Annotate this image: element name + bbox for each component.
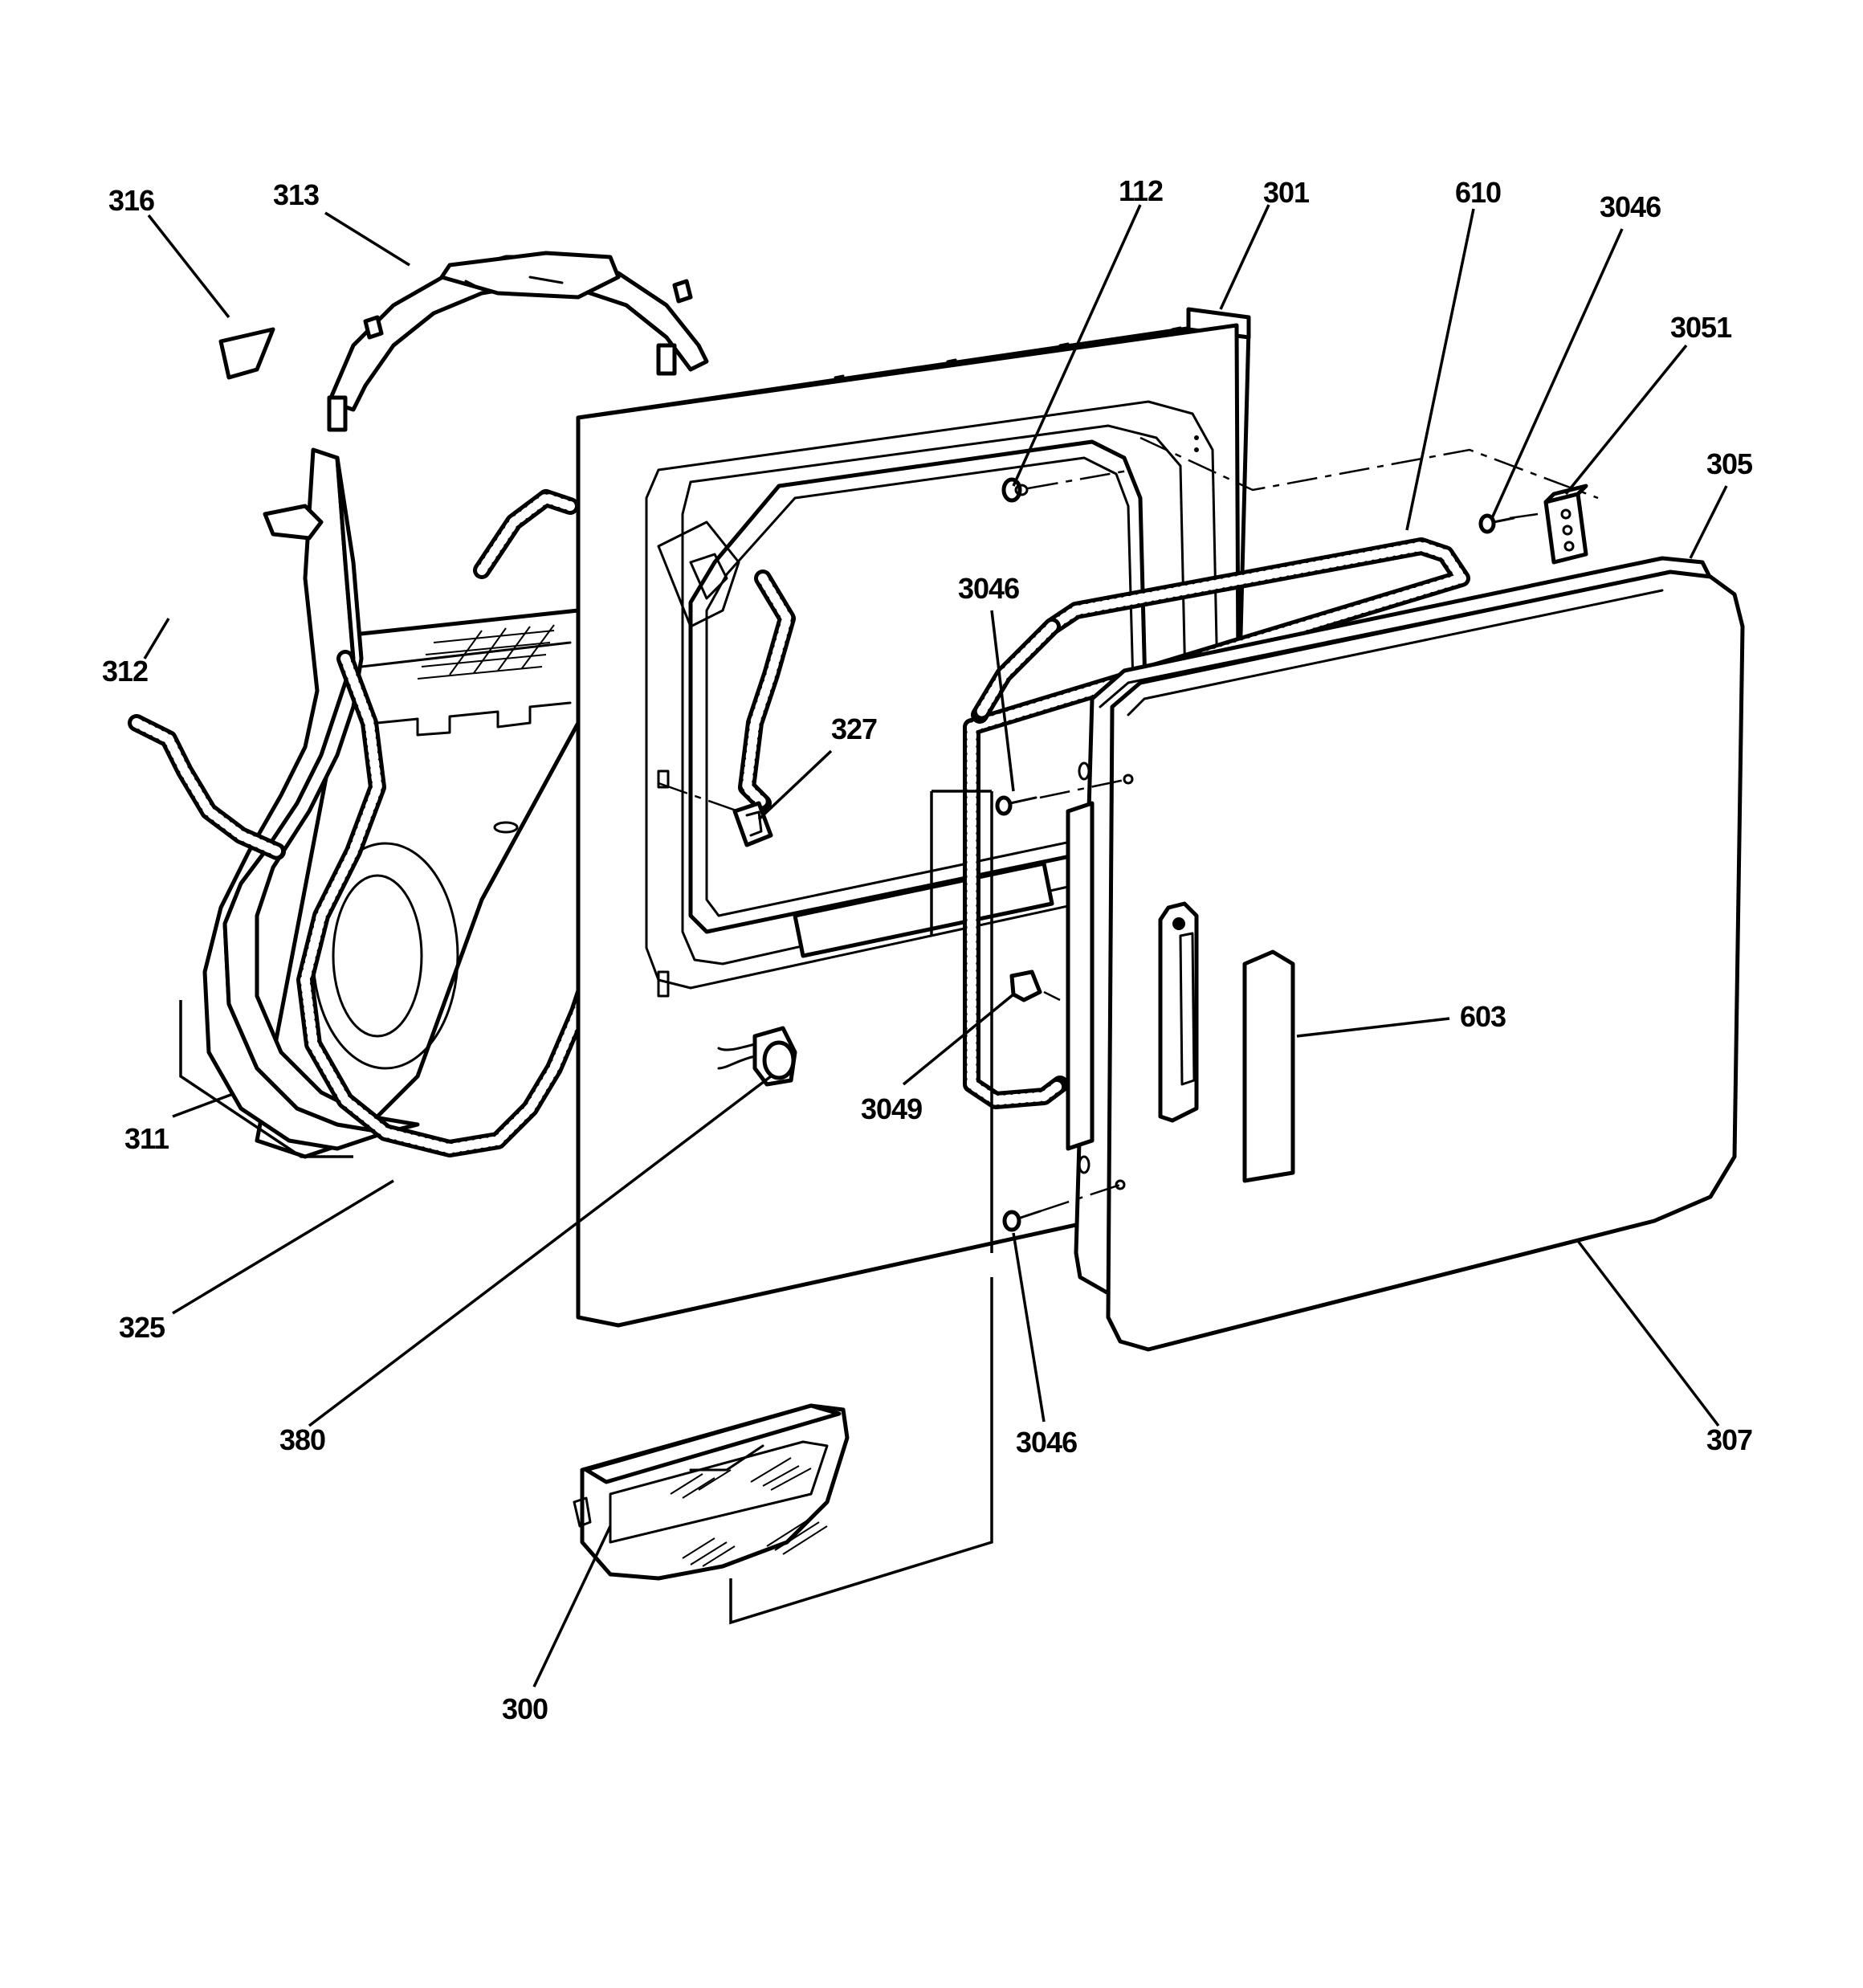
screw-3046-top [1478, 513, 1515, 534]
arch-bracket [327, 251, 709, 432]
label-312: 312 [102, 655, 148, 688]
label-3046-mid: 3046 [958, 572, 1019, 605]
bulkhead-assembly [128, 447, 603, 1159]
felt-strip [218, 327, 275, 380]
latch-strike [1009, 970, 1042, 1002]
label-311: 311 [124, 1122, 169, 1155]
leader-lines [143, 204, 1728, 1688]
label-3049: 3049 [861, 1092, 922, 1125]
lint-filter [573, 1403, 850, 1581]
label-112: 112 [1119, 174, 1163, 207]
label-301: 301 [1263, 176, 1310, 209]
door-switch [732, 801, 773, 847]
label-3046-bottom: 3046 [1016, 1426, 1077, 1459]
label-307: 307 [1706, 1423, 1752, 1456]
label-305: 305 [1706, 447, 1753, 480]
filter-mesh [670, 1457, 828, 1567]
screw-3046-mid [995, 795, 1037, 816]
clip-112 [1001, 477, 1029, 503]
label-3046-top: 3046 [1600, 190, 1661, 223]
label-3051: 3051 [1670, 311, 1732, 344]
callout-labels: 316 313 112 301 610 3046 3051 305 312 30… [102, 174, 1754, 1725]
knob-380 [717, 1026, 797, 1087]
label-316: 316 [108, 184, 154, 217]
label-300: 300 [502, 1692, 548, 1725]
door-outer-panel [1106, 569, 1745, 1352]
label-603: 603 [1460, 1000, 1506, 1033]
guide-lines [179, 436, 1599, 1625]
label-327: 327 [831, 712, 877, 745]
bulkhead-vent [417, 624, 555, 680]
label-313: 313 [273, 178, 319, 211]
screw-3046-bottom [1002, 1210, 1042, 1232]
label-610: 610 [1455, 176, 1501, 209]
label-380: 380 [279, 1423, 325, 1456]
hinge-block [1543, 484, 1588, 565]
label-325: 325 [119, 1311, 165, 1344]
